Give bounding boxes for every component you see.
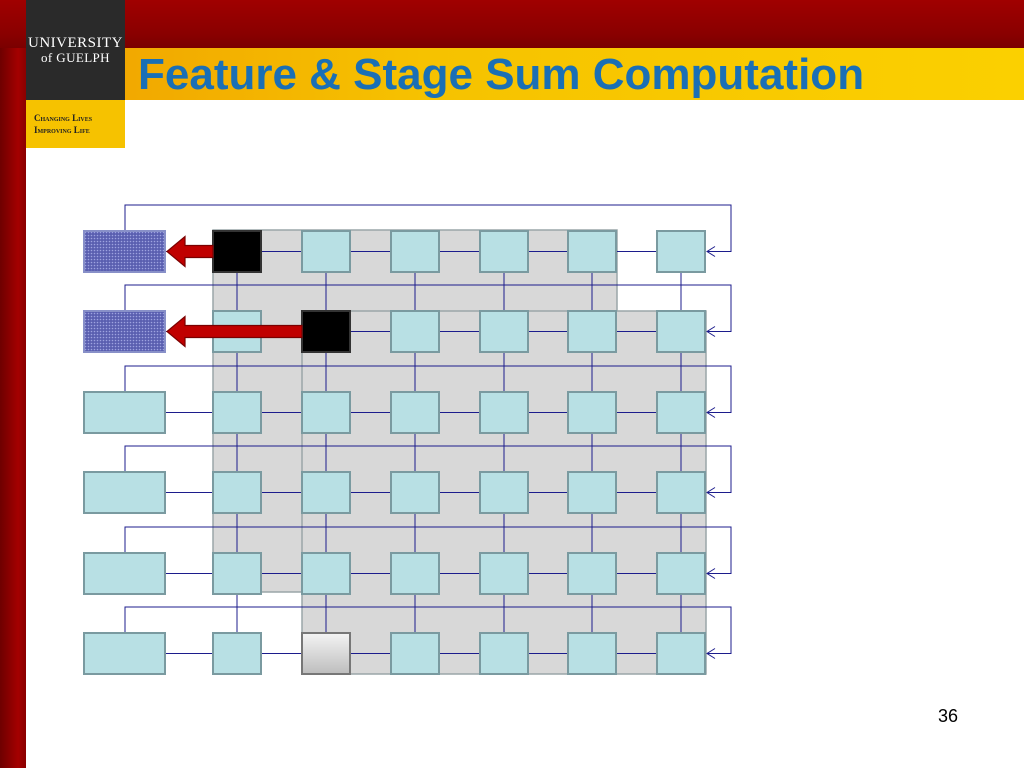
result-arrow bbox=[166, 235, 214, 268]
left-accent-bar bbox=[0, 0, 26, 768]
processing-element bbox=[301, 552, 351, 595]
processing-element bbox=[479, 391, 529, 434]
slide-title: Feature & Stage Sum Computation bbox=[138, 50, 865, 99]
processing-element bbox=[567, 391, 617, 434]
feedback-wire bbox=[124, 606, 732, 654]
processing-element bbox=[390, 391, 440, 434]
feedback-arrowhead bbox=[706, 648, 716, 659]
processing-element bbox=[656, 391, 706, 434]
processing-element bbox=[656, 230, 706, 273]
processing-element bbox=[567, 310, 617, 353]
processing-element bbox=[390, 310, 440, 353]
feedback-arrowhead bbox=[706, 568, 716, 579]
result-arrow bbox=[166, 315, 303, 348]
university-logo: UNIVERSITY of GUELPH bbox=[26, 0, 125, 100]
feedback-arrowhead bbox=[706, 326, 716, 337]
idle-cell bbox=[301, 632, 351, 675]
processing-element bbox=[479, 552, 529, 595]
processing-element bbox=[656, 310, 706, 353]
processing-element bbox=[479, 310, 529, 353]
processing-element bbox=[567, 471, 617, 514]
page-number: 36 bbox=[938, 706, 959, 726]
processing-element bbox=[301, 230, 351, 273]
feedback-arrowhead bbox=[706, 487, 716, 498]
feedback-arrowhead bbox=[706, 246, 716, 257]
processing-element bbox=[390, 471, 440, 514]
accumulator-cell bbox=[83, 552, 166, 595]
tagline-box: Changing Lives Improving Life bbox=[26, 100, 125, 148]
accumulator-cell bbox=[83, 632, 166, 675]
processing-element bbox=[567, 632, 617, 675]
stage-sum-accumulator bbox=[83, 230, 166, 273]
processing-element bbox=[212, 632, 262, 675]
active-feature-cell bbox=[301, 310, 351, 353]
processing-element bbox=[656, 552, 706, 595]
processing-element bbox=[479, 230, 529, 273]
top-accent-bar bbox=[0, 0, 1024, 48]
processing-element bbox=[656, 471, 706, 514]
processing-element bbox=[567, 230, 617, 273]
processing-element bbox=[567, 552, 617, 595]
processing-element bbox=[212, 552, 262, 595]
feedback-wire bbox=[124, 284, 732, 332]
logo-line-guelph: of GUELPH bbox=[41, 50, 110, 65]
accumulator-cell bbox=[83, 391, 166, 434]
feedback-wire bbox=[124, 365, 732, 413]
stage-sum-accumulator bbox=[83, 310, 166, 353]
feedback-wire bbox=[124, 204, 732, 252]
processing-element bbox=[390, 552, 440, 595]
feedback-arrowhead bbox=[706, 407, 716, 418]
accumulator-cell bbox=[83, 471, 166, 514]
processing-element bbox=[212, 471, 262, 514]
feedback-wire bbox=[124, 445, 732, 493]
processing-element bbox=[479, 471, 529, 514]
processing-element bbox=[212, 391, 262, 434]
processing-element bbox=[301, 471, 351, 514]
title-band bbox=[26, 48, 1024, 100]
processing-element bbox=[390, 230, 440, 273]
processing-element bbox=[390, 632, 440, 675]
feedback-wire bbox=[124, 526, 732, 574]
processing-element bbox=[656, 632, 706, 675]
processing-element bbox=[479, 632, 529, 675]
tagline-line-1: Changing Lives bbox=[34, 113, 93, 123]
tagline-line-2: Improving Life bbox=[34, 125, 90, 135]
processing-element bbox=[301, 391, 351, 434]
active-feature-cell bbox=[212, 230, 262, 273]
logo-line-university: UNIVERSITY bbox=[28, 35, 123, 51]
